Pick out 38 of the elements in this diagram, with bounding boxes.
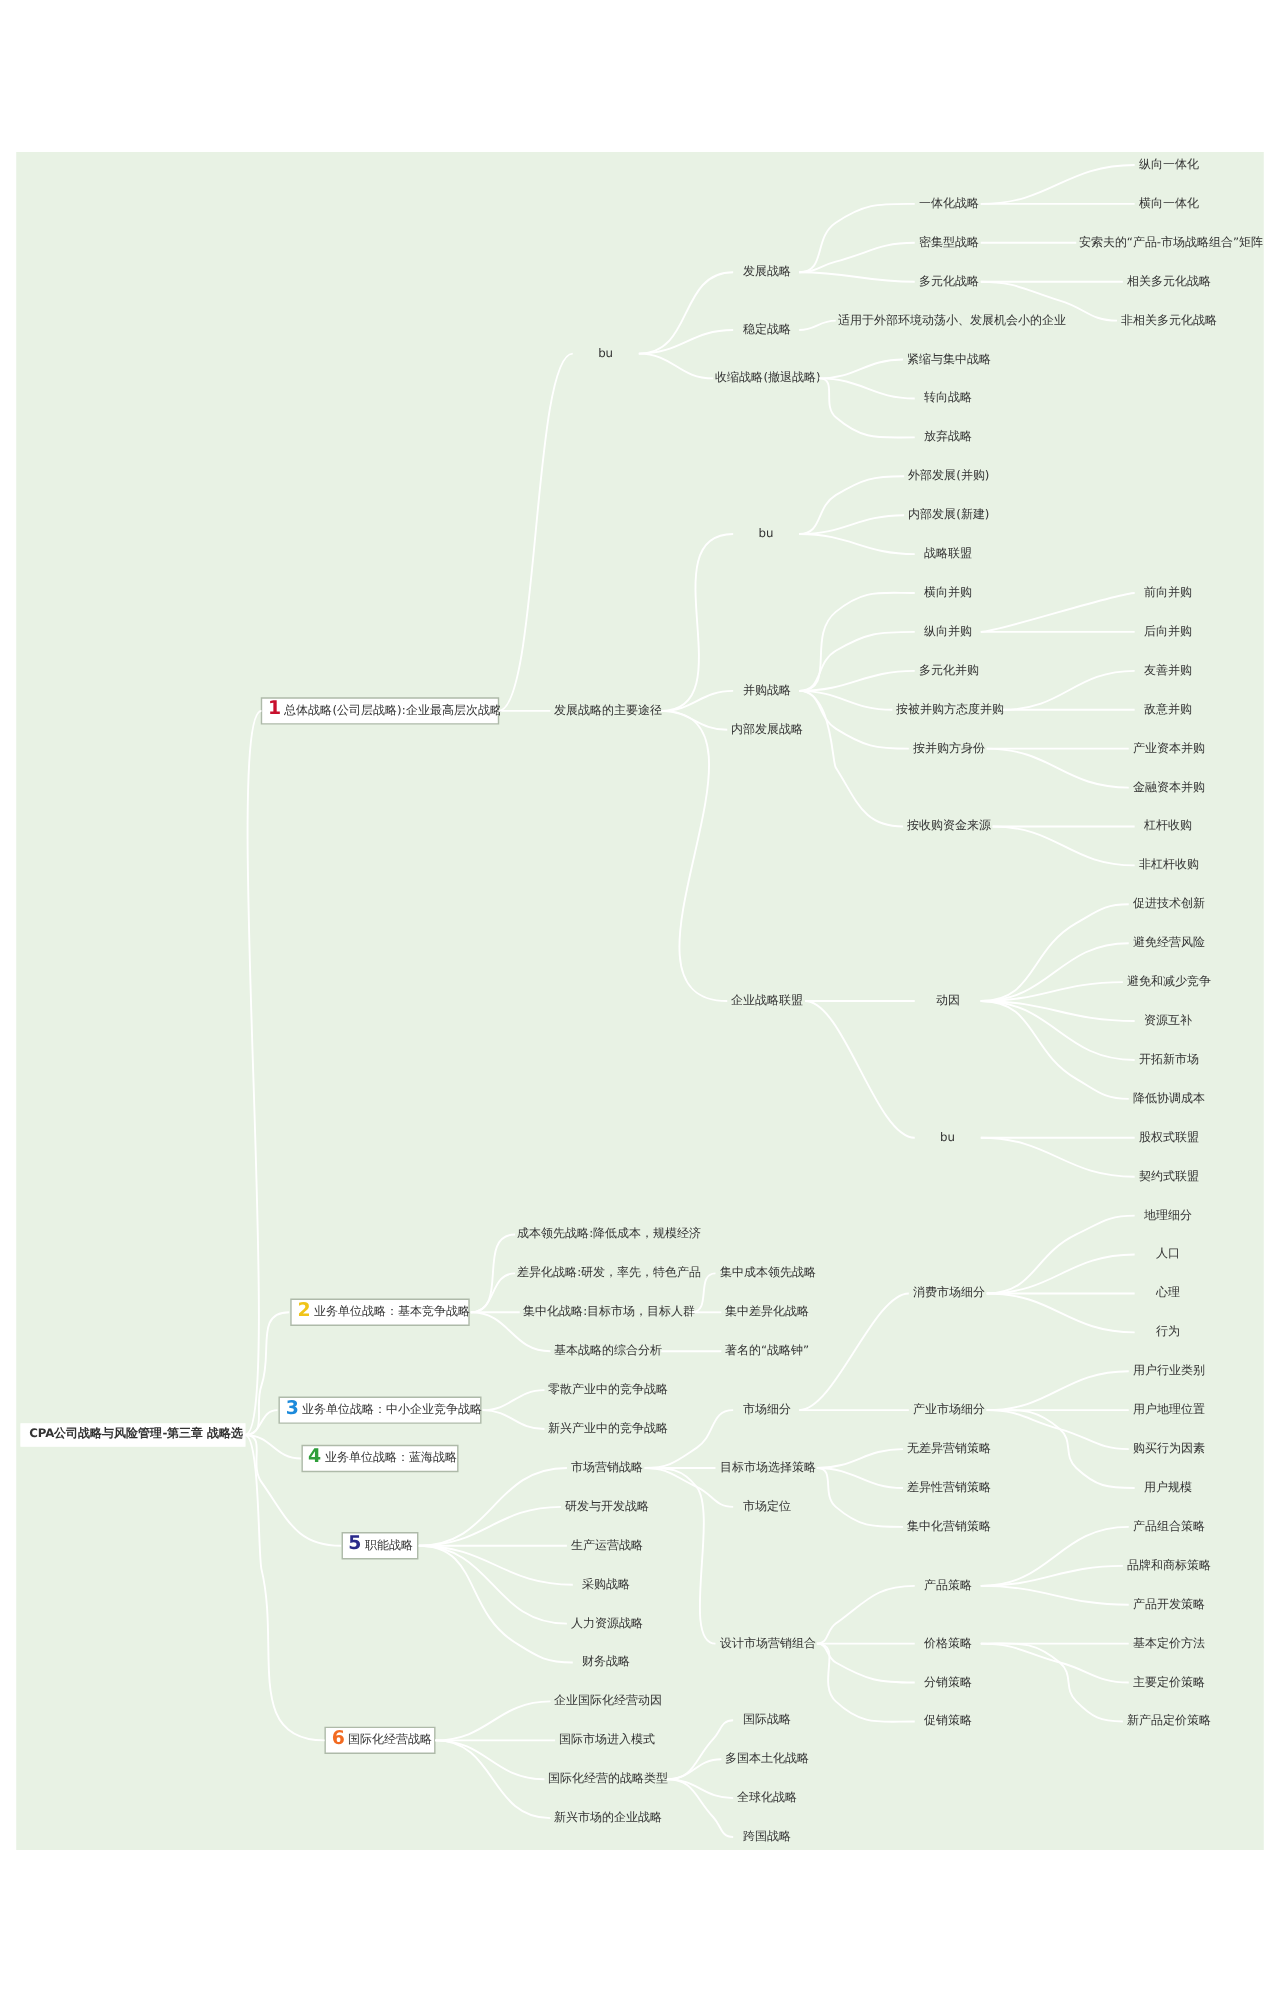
connector (798, 1291, 910, 1411)
connector (434, 1738, 546, 1780)
connector (798, 688, 904, 827)
connector (434, 1738, 552, 1819)
connector (798, 474, 906, 534)
connector (979, 163, 1136, 204)
connector (690, 1271, 717, 1313)
connector (798, 318, 837, 330)
connector (979, 591, 1136, 632)
connector (798, 590, 916, 691)
connector (666, 1777, 735, 1799)
connector (244, 1310, 291, 1435)
connector (481, 1388, 546, 1411)
connector (991, 824, 1136, 866)
connector (244, 1433, 326, 1741)
connector (244, 1433, 343, 1546)
connector (469, 1310, 552, 1352)
connector (1002, 668, 1136, 710)
connector (979, 999, 1130, 1099)
connector (666, 1777, 735, 1837)
connector (481, 1408, 546, 1429)
connector (497, 351, 574, 711)
connector (818, 357, 904, 379)
connector (818, 376, 916, 399)
connector (798, 629, 916, 691)
connector (985, 746, 1130, 788)
connector (798, 270, 916, 282)
connector (637, 270, 735, 354)
connector (979, 1135, 1136, 1177)
connector (815, 1466, 904, 1527)
connector (815, 1641, 916, 1683)
connector (815, 1583, 916, 1644)
connector (804, 999, 916, 1138)
connector (979, 279, 1118, 321)
connector (637, 351, 715, 379)
connector (818, 376, 916, 438)
connector (244, 709, 263, 1435)
connector (815, 1641, 916, 1722)
